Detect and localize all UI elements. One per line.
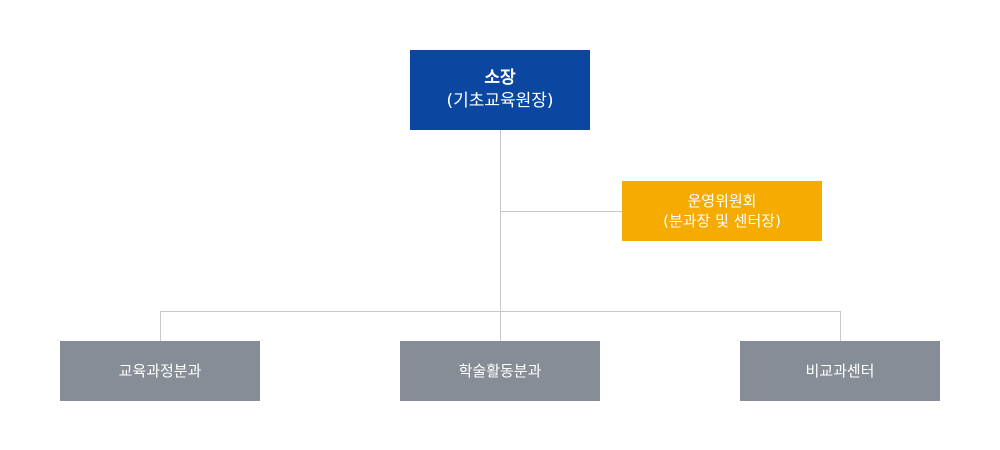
division-label: 비교과센터 xyxy=(805,361,875,380)
division-box-academic-activities: 학술활동분과 xyxy=(400,341,600,401)
connector-director-vertical xyxy=(500,130,501,341)
connector-committee-branch xyxy=(500,211,622,212)
connector-division-left xyxy=(160,311,161,341)
director-title: 소장 xyxy=(484,68,516,89)
connector-divisions-horizontal xyxy=(160,311,841,312)
director-subtitle: (기초교육원장) xyxy=(446,91,554,111)
division-label: 학술활동분과 xyxy=(458,361,542,380)
director-box: 소장 (기초교육원장) xyxy=(410,50,590,130)
division-box-curriculum: 교육과정분과 xyxy=(60,341,260,401)
committee-subtitle: (분과장 및 센터장) xyxy=(663,212,781,230)
division-label: 교육과정분과 xyxy=(118,361,202,380)
division-box-extracurricular-center: 비교과센터 xyxy=(740,341,940,401)
committee-title: 운영위원회 xyxy=(687,191,757,210)
connector-division-right xyxy=(840,311,841,341)
committee-box: 운영위원회 (분과장 및 센터장) xyxy=(622,181,822,241)
